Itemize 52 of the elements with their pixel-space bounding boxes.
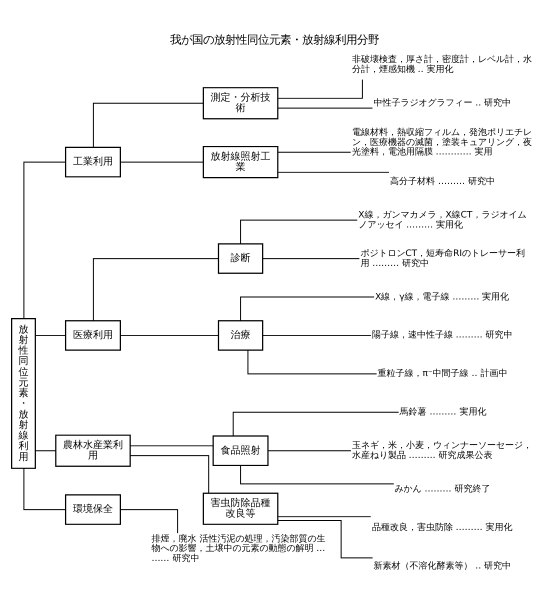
connector xyxy=(35,450,56,451)
connector xyxy=(23,467,66,510)
node-text: X線，γ線，電子線 ……… 実用化 xyxy=(375,292,510,302)
connector xyxy=(92,102,204,148)
node-text: X線，ガンマカメラ，X線CT，ラジオイムノアッセイ ……… 実用化 xyxy=(358,210,526,230)
node-box: 放射性同位元素・放射線利用 xyxy=(11,318,36,468)
node-text: 高分子材料 ……… 研究中 xyxy=(390,176,495,187)
connector xyxy=(262,258,360,259)
node-text: 重粒子線，π⁻中間子線 ‥ 計画中 xyxy=(378,368,508,379)
node-text: 電線材料，熱収縮フィルム，発泡ポリエチレン，医療機器の滅菌，塗装キュアリング，夜光塗料，電池用隔膜 ………… 実用 xyxy=(352,127,532,158)
node-text: 玉ネギ，米，小麦，ウィンナーソーセージ，水産ねり製品 ……… 研究成果公表 xyxy=(352,440,532,460)
node-box: 農林水産業利用 xyxy=(55,434,131,466)
node-text: みかん ……… 研究終了 xyxy=(394,484,490,494)
connector xyxy=(232,411,400,436)
node-box: 放射線照射工業 xyxy=(202,145,278,178)
node-box: 診断 xyxy=(218,242,264,274)
node-text: 馬鈴薯 ……… 実用化 xyxy=(400,407,486,418)
connector xyxy=(277,107,373,108)
connector xyxy=(130,454,210,494)
connector xyxy=(130,444,214,446)
node-box: 害虫防除品種改良等 xyxy=(202,492,278,524)
connector xyxy=(277,151,352,152)
connector xyxy=(277,516,372,517)
connector xyxy=(240,464,394,484)
connector xyxy=(277,171,390,172)
node-box: 環境保全 xyxy=(64,494,121,524)
connector xyxy=(268,450,352,451)
connector xyxy=(240,219,358,244)
node-text: 新素材（不溶化酵素等） ‥ 研究中 xyxy=(373,560,512,571)
node-box: 医療利用 xyxy=(64,320,121,350)
connector xyxy=(262,334,372,336)
connector xyxy=(120,334,219,336)
node-box: 測定・分析技術 xyxy=(202,86,278,119)
node-box: 治療 xyxy=(218,320,264,350)
node-text: ポジトロンCT，短寿命RIのトレーサー利用 ……… 研究中 xyxy=(360,248,526,268)
connector xyxy=(92,258,219,321)
connector xyxy=(277,78,363,98)
connector xyxy=(120,508,178,534)
connector xyxy=(240,296,375,321)
node-text: 品種改良，害虫防除 ……… 実用化 xyxy=(372,522,512,532)
node-text: 非破壊検査，厚さ計，密度計，レベル計，水分計，煙感知機 ‥ 実用化 xyxy=(352,54,532,74)
diagram-title: 我が国の放射性同位元素・放射線利用分野 xyxy=(170,32,379,46)
connector xyxy=(120,161,204,162)
node-box: 工業利用 xyxy=(64,146,121,177)
connector xyxy=(35,334,66,336)
node-text: 中性子ラジオグラフィー ‥ 研究中 xyxy=(373,98,512,108)
connector xyxy=(247,349,378,374)
node-text: 陽子線，速中性子線 ……… 研究中 xyxy=(372,330,512,340)
connector xyxy=(278,520,374,558)
node-box: 食品照射 xyxy=(212,434,269,466)
node-text: 排煙，廃水 活性汚泥の処理，汚染部質の生物への影響，土壌中の元素の動態の解明 ……… 研究中 xyxy=(151,534,326,564)
connector xyxy=(23,161,66,318)
